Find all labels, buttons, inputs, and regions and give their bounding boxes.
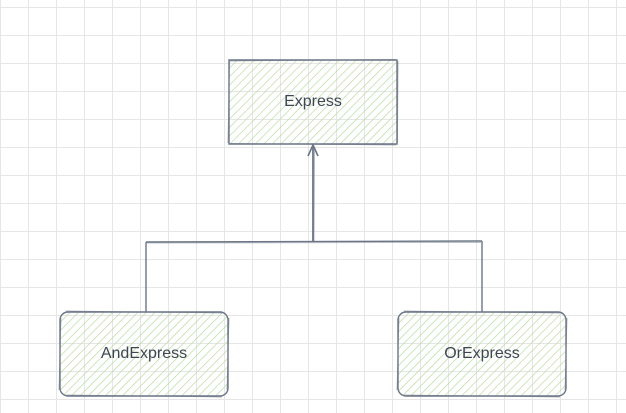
express-node[interactable] (227, 59, 399, 146)
or-express-node[interactable] (396, 310, 568, 398)
and-express-node[interactable] (58, 310, 230, 398)
connector-horizontal-bar (145, 240, 483, 243)
inheritance-arrowhead-icon (307, 144, 319, 157)
inheritance-connector (145, 144, 483, 312)
